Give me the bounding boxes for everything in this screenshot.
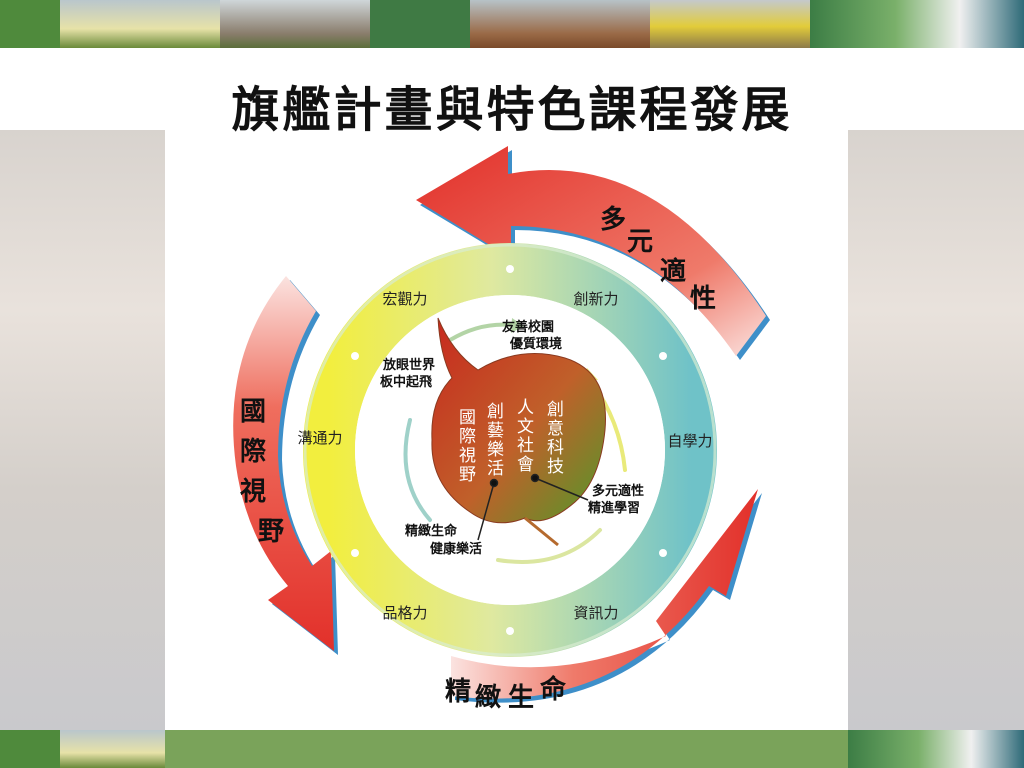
arrow-diverse-adaptive — [416, 146, 770, 360]
photo-strip — [60, 730, 165, 768]
label-banqiao-takeoff: 板中起飛 — [380, 374, 432, 390]
ring-label-information: 資訊力 — [573, 604, 618, 622]
arrow-char: 際 — [240, 437, 266, 467]
bottom-photo-band — [0, 730, 1024, 768]
arrow-refined-life — [451, 489, 762, 703]
arrow-char: 性 — [690, 284, 716, 314]
label-advanced-learning: 精進學習 — [588, 500, 640, 516]
label-quality-environment: 優質環境 — [509, 336, 562, 352]
arrow-char: 元 — [627, 227, 653, 257]
leaf — [431, 317, 606, 547]
arrow-char: 國 — [240, 397, 266, 427]
ring-label-communication: 溝通力 — [297, 429, 342, 447]
top-photo-band — [0, 0, 1024, 48]
photo-strip — [370, 0, 470, 48]
background-photo-left — [0, 130, 165, 730]
arrow-char: 適 — [660, 256, 686, 287]
arrow-char: 野 — [258, 517, 284, 547]
photo-strip — [810, 0, 1024, 48]
photo-strip — [220, 0, 370, 48]
leaf-column-tech: 創意科技 — [543, 400, 564, 476]
arrow-char: 多 — [600, 205, 626, 235]
arrow-global-vision — [233, 276, 338, 655]
leaf-column-global: 國際視野 — [455, 408, 476, 484]
photo-strip — [470, 0, 650, 48]
ring-dot — [659, 352, 667, 360]
ring-label-character: 品格力 — [382, 604, 427, 622]
ring-label-macro: 宏觀力 — [382, 290, 427, 308]
ring-dot — [506, 627, 514, 635]
ring-dot — [659, 549, 667, 557]
ring-dot — [351, 352, 359, 360]
background-photo-right — [848, 130, 1024, 730]
label-healthy-living: 健康樂活 — [430, 541, 482, 557]
arrow-char: 命 — [540, 674, 567, 705]
arrow-char: 視 — [240, 477, 266, 507]
photo-strip — [0, 0, 60, 48]
ring-dot — [351, 549, 359, 557]
arrow-char: 生 — [508, 683, 534, 713]
label-refined-life: 精緻生命 — [405, 523, 458, 539]
label-look-world: 放眼世界 — [382, 357, 435, 373]
photo-strip — [848, 730, 1024, 768]
ring-dot — [506, 265, 514, 273]
inner-cycle-arrows — [403, 318, 627, 564]
ring-label-self-learning: 自學力 — [667, 432, 712, 450]
photo-strip — [0, 730, 60, 768]
label-diverse-adaptive: 多元適性 — [592, 483, 644, 499]
leaf-columns: 國際視野 創藝樂活 人文社會 創意科技 — [455, 398, 564, 484]
leaf-column-arts: 創藝樂活 — [483, 402, 504, 478]
page-title: 旗艦計畫與特色課程發展 — [231, 82, 793, 138]
arrow-char: 精 — [445, 677, 471, 707]
label-friendly-campus: 友善校園 — [502, 319, 554, 335]
ring-label-innovation: 創新力 — [573, 290, 618, 308]
pointer-lines — [477, 473, 589, 541]
photo-strip — [60, 0, 220, 48]
arrow-char: 緻 — [475, 682, 501, 713]
leaf-column-humanities: 人文社會 — [513, 398, 534, 474]
photo-strip — [650, 0, 810, 48]
